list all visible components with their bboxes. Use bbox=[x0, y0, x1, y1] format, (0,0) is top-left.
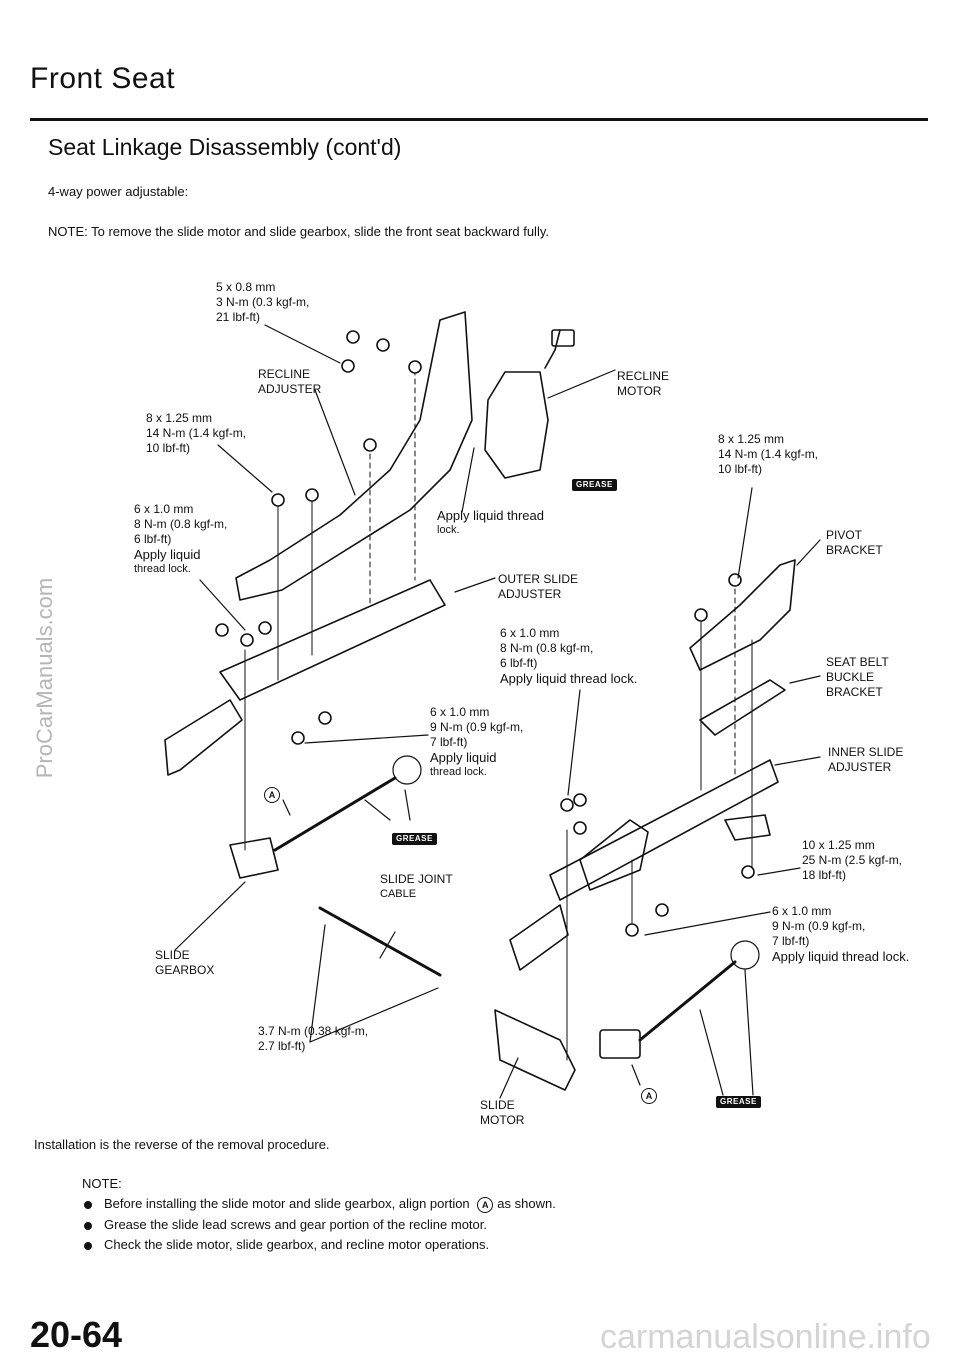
slide-joint-cable-part bbox=[318, 906, 442, 977]
section-title: Seat Linkage Disassembly (cont'd) bbox=[48, 134, 402, 160]
grease-tag: GREASE bbox=[392, 833, 437, 845]
grease-tag: GREASE bbox=[572, 479, 617, 491]
slide-motor-part bbox=[494, 1009, 576, 1091]
alignment-mark-a: A bbox=[477, 1196, 494, 1213]
recline-adjuster-part bbox=[235, 311, 473, 601]
label-cable-torque: 3.7 N-m (0.38 kgf-m,2.7 lbf-ft) bbox=[258, 1024, 369, 1053]
intro-text: 4-way power adjustable: bbox=[48, 184, 189, 199]
pivot-bracket-part bbox=[689, 559, 796, 671]
alignment-mark-a: A bbox=[641, 1088, 657, 1104]
grease-tag: GREASE bbox=[716, 1096, 761, 1108]
page-number: 20-64 bbox=[30, 1314, 123, 1355]
recline-motor-part bbox=[484, 371, 549, 479]
installation-note: Installation is the reverse of the remov… bbox=[34, 1137, 330, 1152]
page-title: Front Seat bbox=[30, 62, 176, 95]
footer-watermark: carmanualsonline.info bbox=[600, 1318, 931, 1356]
note-bullet: Before installing the slide motor and sl… bbox=[84, 1196, 556, 1213]
inner-slide-adjuster-part bbox=[549, 759, 779, 901]
note-bullet: Grease the slide lead screws and gear po… bbox=[84, 1217, 487, 1232]
outer-slide-adjuster-part bbox=[219, 579, 446, 701]
bullet-dot bbox=[84, 1241, 92, 1250]
note-title: NOTE: bbox=[82, 1176, 122, 1191]
bullet-dot bbox=[84, 1221, 92, 1230]
title-rule bbox=[30, 118, 928, 121]
alignment-mark-a: A bbox=[264, 787, 280, 803]
seat-belt-buckle-bracket-part bbox=[699, 679, 786, 736]
removal-note: NOTE: To remove the slide motor and slid… bbox=[48, 224, 549, 239]
slide-gearbox-part bbox=[229, 837, 279, 879]
note-bullet: Check the slide motor, slide gearbox, an… bbox=[84, 1237, 489, 1252]
bullet-dot bbox=[84, 1200, 92, 1209]
side-watermark: ProCarManuals.com bbox=[32, 577, 57, 779]
